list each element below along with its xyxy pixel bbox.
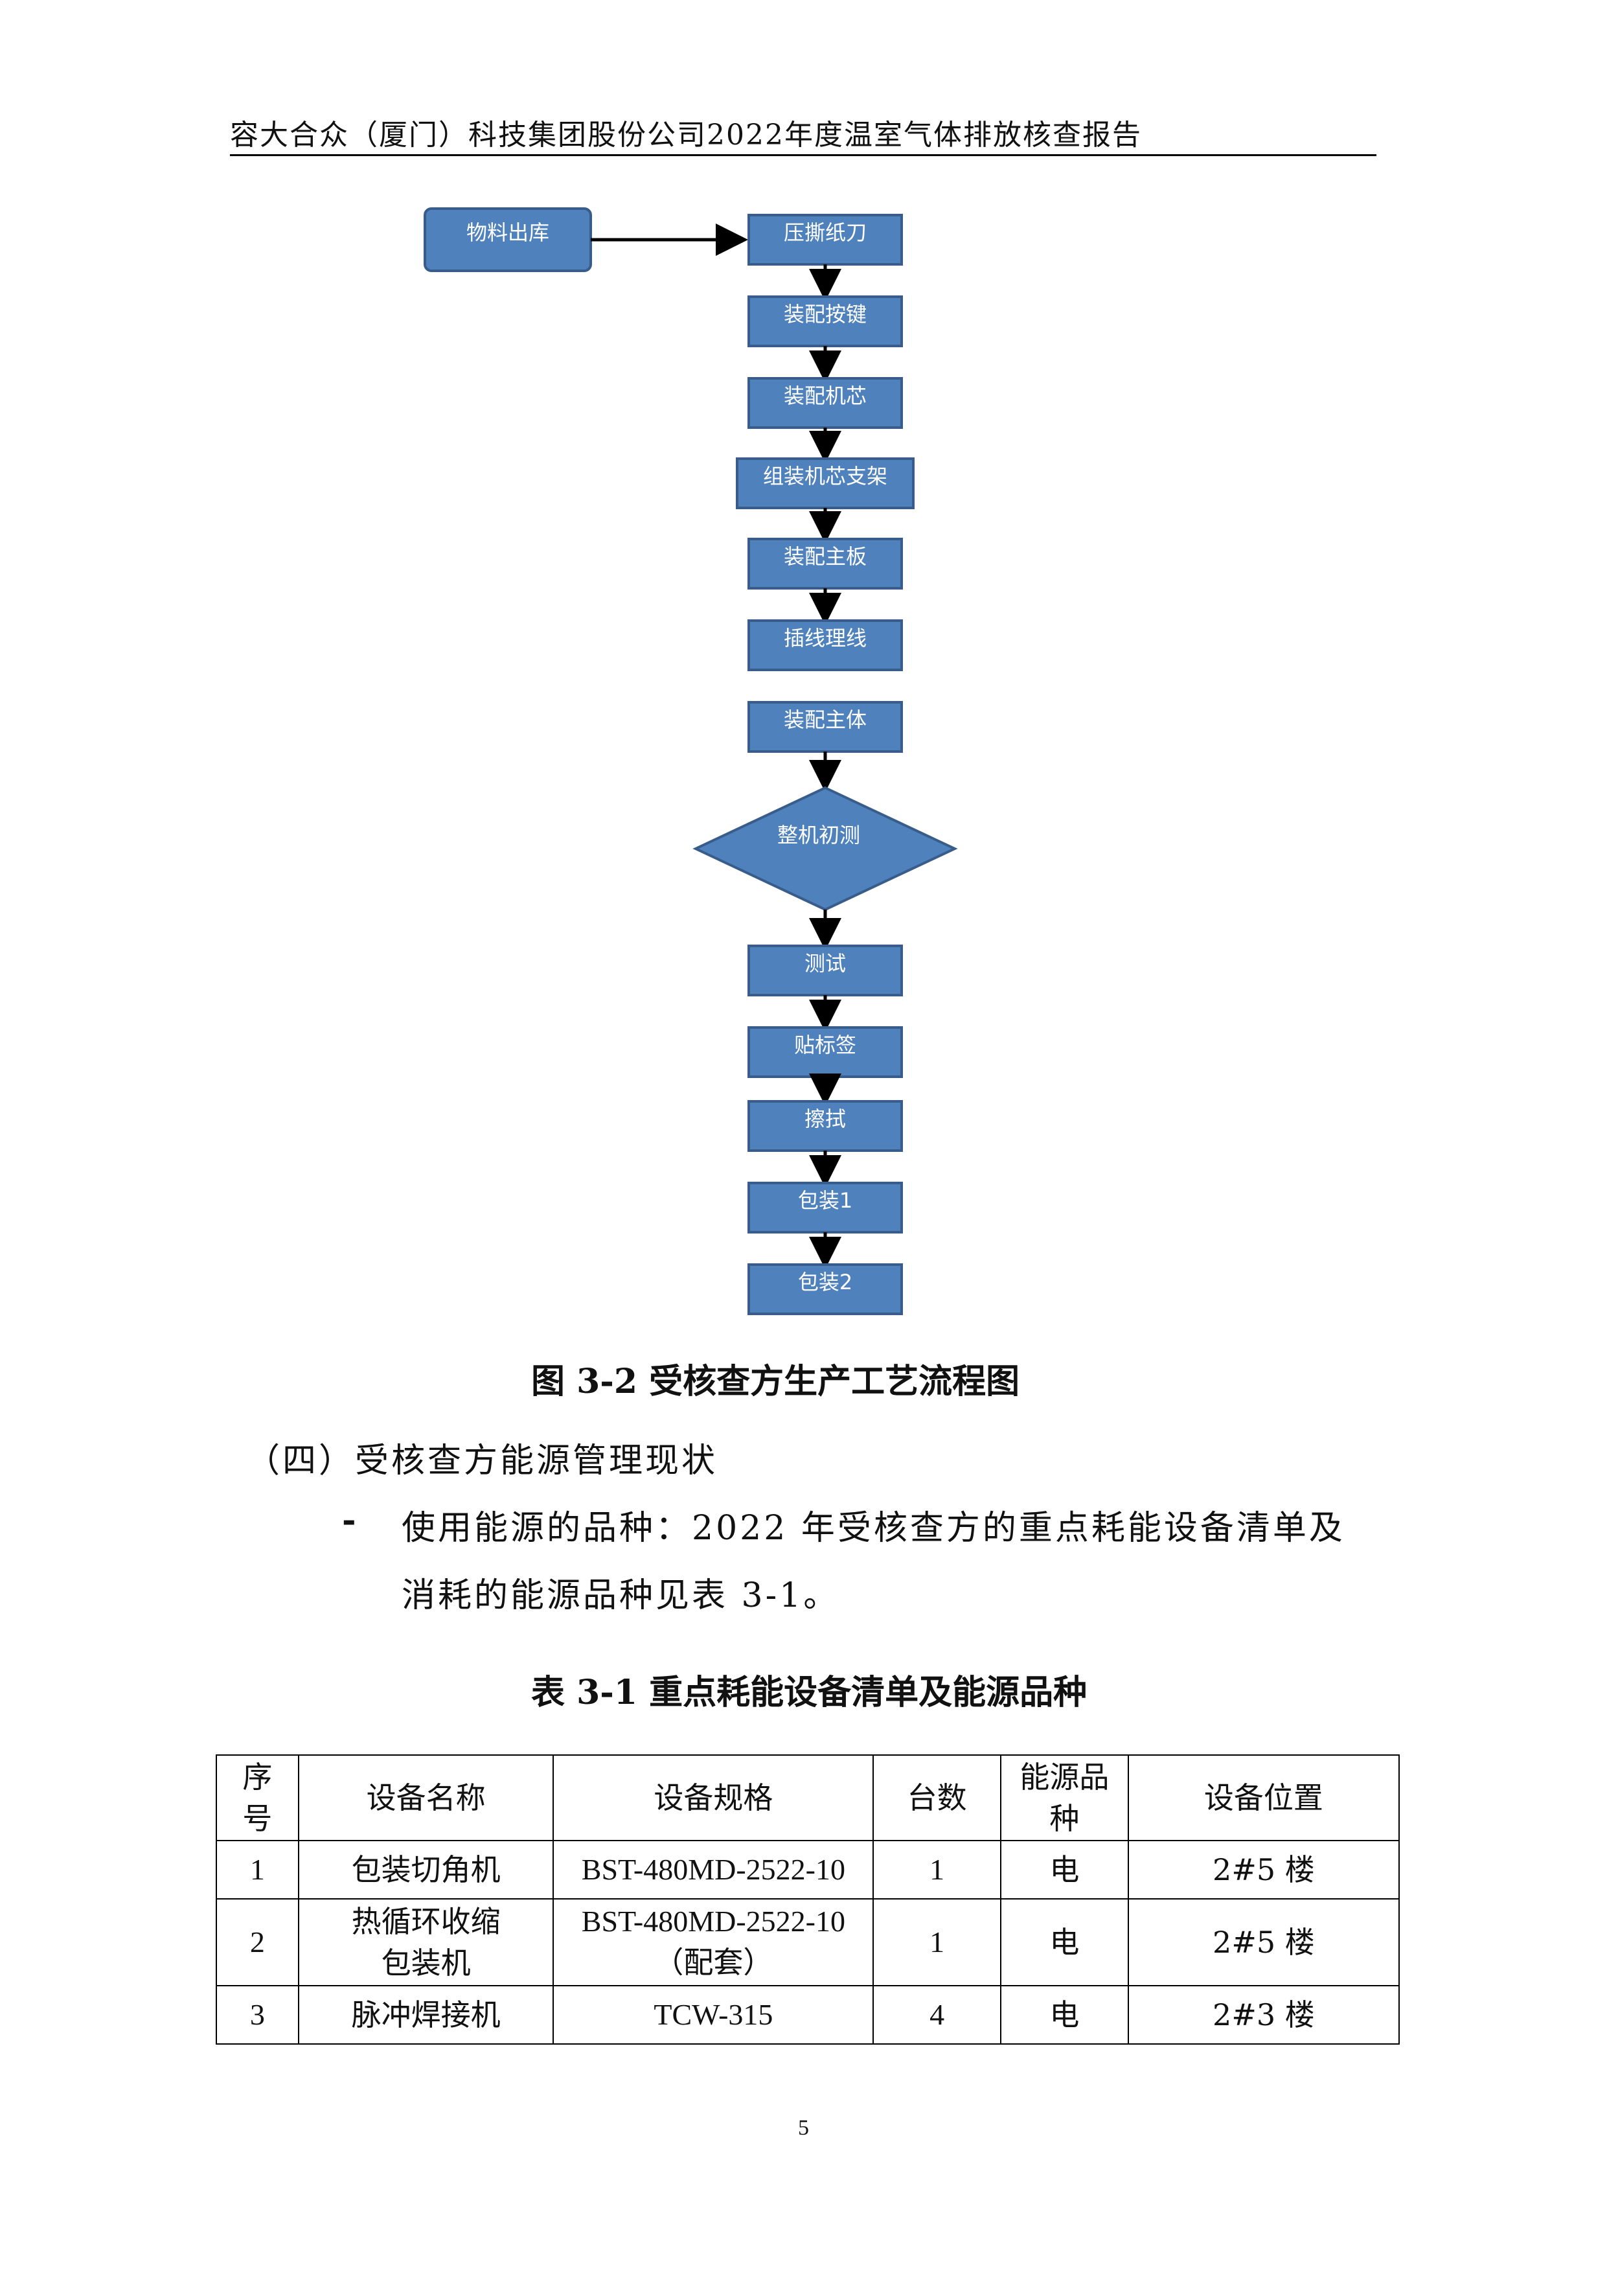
- flow-node-step-label: 装配按键: [784, 302, 867, 327]
- cell-spec: TCW-315: [553, 1985, 874, 2045]
- flow-node-decision: 整机初测: [692, 786, 958, 912]
- flow-node-start: 物料出库: [424, 207, 592, 272]
- flow-node-step-label: 装配主板: [784, 544, 867, 569]
- flow-node-step: 装配主板: [747, 538, 903, 590]
- flow-node-step-label: 组装机芯支架: [763, 464, 887, 488]
- flow-node-step: 贴标签: [747, 1026, 903, 1078]
- flow-node-step: 包装2: [747, 1263, 903, 1315]
- flow-node-step-label: 装配机芯: [784, 384, 867, 408]
- header-divider: [230, 154, 1376, 156]
- cell-name: 脉冲焊接机: [297, 1985, 554, 2045]
- cell-location: 2#5 楼: [1127, 1840, 1400, 1900]
- table-row: 1 包装切角机 BST-480MD-2522-10 1 电 2#5 楼: [216, 1840, 1400, 1900]
- flow-node-step: 组装机芯支架: [736, 457, 915, 509]
- cell-spec-text: BST-480MD-2522-10（配套）: [581, 1905, 845, 1979]
- table-header-cell: 能源品种: [999, 1754, 1129, 1841]
- flow-node-step: 擦拭: [747, 1100, 903, 1152]
- cell-no: 2: [216, 1898, 299, 1986]
- flow-node-step-label: 擦拭: [804, 1107, 846, 1131]
- cell-count: 1: [872, 1840, 1001, 1900]
- cell-location: 2#5 楼: [1127, 1898, 1400, 1986]
- flow-node-step-label: 包装1: [798, 1188, 852, 1213]
- flow-node-start-label: 物料出库: [466, 220, 549, 245]
- flow-node-step: 插线理线: [747, 619, 903, 671]
- flow-node-step-label: 插线理线: [784, 626, 867, 650]
- bullet-text-line1: 使用能源的品种：2022 年受核查方的重点耗能设备清单及: [402, 1509, 1345, 1548]
- flow-node-step: 装配按键: [747, 295, 903, 347]
- table-header-cell: 台数: [872, 1754, 1001, 1841]
- process-flowchart: 物料出库 压撕纸刀 装配按键 装配机芯 组装机芯支架 装配主板 插线理线 装配主…: [424, 207, 958, 1315]
- cell-name: 热循环收缩包装机: [297, 1898, 554, 1986]
- cell-spec: BST-480MD-2522-10: [553, 1840, 874, 1900]
- flow-node-step: 装配机芯: [747, 377, 903, 429]
- header-no: 序号: [242, 1760, 273, 1836]
- table-header-cell: 序号: [216, 1754, 299, 1841]
- cell-no: 1: [216, 1840, 299, 1900]
- cell-count: 1: [872, 1898, 1001, 1986]
- flow-node-step-label: 包装2: [798, 1270, 852, 1294]
- flow-node-step-label: 压撕纸刀: [784, 220, 867, 245]
- header-energy: 能源品种: [1020, 1760, 1110, 1836]
- flow-node-step: 装配主体: [747, 701, 903, 753]
- table-row: 2 热循环收缩包装机 BST-480MD-2522-10（配套） 1 电 2#5…: [216, 1898, 1400, 1986]
- flow-node-step: 测试: [747, 945, 903, 996]
- bullet-text-line2: 消耗的能源品种见表 3-1。: [402, 1576, 840, 1615]
- figure-caption: 图 3-2 受核查方生产工艺流程图: [531, 1362, 1020, 1401]
- table-header-cell: 设备位置: [1127, 1754, 1400, 1841]
- table-caption: 表 3-1 重点耗能设备清单及能源品种: [531, 1673, 1088, 1712]
- flow-node-step-label: 装配主体: [784, 707, 867, 732]
- flow-node-step-label: 贴标签: [794, 1033, 856, 1057]
- cell-energy: 电: [999, 1985, 1129, 2045]
- cell-count: 4: [872, 1985, 1001, 2045]
- flow-node-step: 压撕纸刀: [747, 214, 903, 266]
- equipment-table: 序号 设备名称 设备规格 台数 能源品种 设备位置 1 包装切角机 BST-48…: [216, 1754, 1400, 2045]
- table-header-cell: 设备名称: [297, 1754, 554, 1841]
- section-heading: （四）受核查方能源管理现状: [246, 1441, 718, 1480]
- cell-energy: 电: [999, 1840, 1129, 1900]
- table-header-row: 序号 设备名称 设备规格 台数 能源品种 设备位置: [216, 1754, 1400, 1841]
- flow-node-step: 包装1: [747, 1182, 903, 1234]
- table-header-cell: 设备规格: [553, 1754, 874, 1841]
- cell-location: 2#3 楼: [1127, 1985, 1400, 2045]
- report-header-title: 容大合众（厦门）科技集团股份公司2022年度温室气体排放核查报告: [230, 119, 1142, 152]
- cell-spec: BST-480MD-2522-10（配套）: [553, 1898, 874, 1986]
- cell-energy: 电: [999, 1898, 1129, 1986]
- table-row: 3 脉冲焊接机 TCW-315 4 电 2#3 楼: [216, 1985, 1400, 2045]
- cell-no: 3: [216, 1985, 299, 2045]
- cell-name: 包装切角机: [297, 1840, 554, 1900]
- bullet-marker: -: [342, 1500, 356, 1540]
- flow-node-decision-label: 整机初测: [777, 823, 860, 847]
- cell-name-text: 热循环收缩包装机: [351, 1904, 501, 1980]
- page-number: 5: [798, 2116, 809, 2140]
- flow-node-step-label: 测试: [804, 951, 846, 976]
